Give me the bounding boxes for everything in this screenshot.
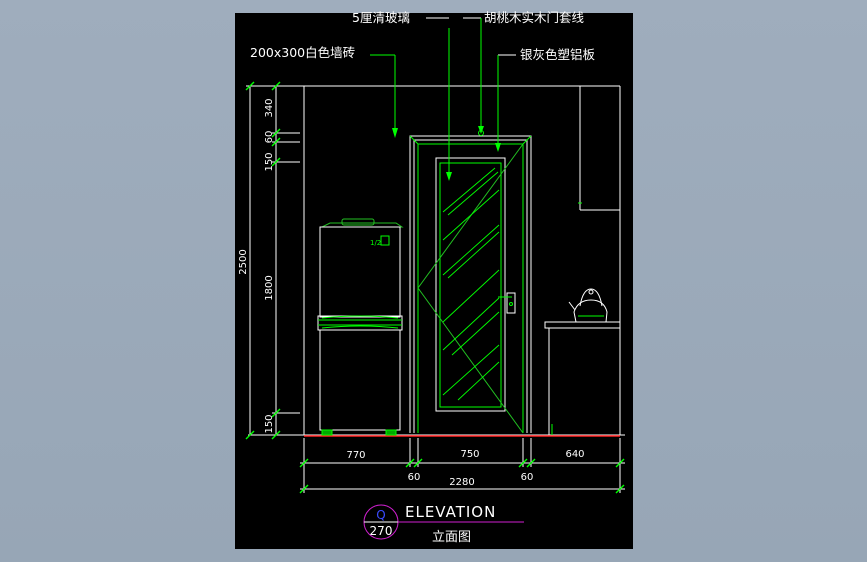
dim-640: 640	[565, 449, 584, 460]
fridge-logo-icon	[380, 235, 390, 246]
annotation-door-frame: 胡桃木实木门套线	[484, 10, 585, 25]
annotation-leaders	[370, 17, 516, 178]
upper-cabinet	[578, 86, 620, 211]
horizontal-dimension-ticks	[299, 458, 625, 494]
refrigerator	[317, 218, 404, 436]
vertical-dimension-ticks	[245, 81, 281, 440]
dim-1800: 1800	[264, 275, 275, 300]
horizontal-dimension-labels: 770 750 640 60 60 2280	[346, 449, 584, 488]
door-leaf	[417, 143, 524, 434]
glass-hatch	[442, 167, 500, 401]
title-chinese: 立面图	[432, 530, 471, 545]
annotation-panel: 银灰色塑铝板	[520, 47, 596, 62]
annotation-arrowheads	[392, 126, 501, 181]
vertical-dimension-lines	[246, 85, 304, 435]
dim-750: 750	[460, 449, 479, 460]
dim-770: 770	[346, 450, 365, 461]
door-handle-icon	[498, 292, 516, 314]
section-tag-top: Q	[376, 508, 385, 522]
title-english: ELEVATION	[405, 503, 496, 521]
dim-150-top: 150	[264, 152, 275, 171]
fridge-brand-mark: 1/2	[370, 239, 381, 247]
annotation-tile: 200x300白色墙砖	[250, 45, 355, 60]
dim-340: 340	[264, 98, 275, 117]
room-outline	[248, 85, 625, 436]
section-tag-bottom: 270	[370, 524, 393, 538]
title-block: Q 270 ELEVATION 立面图	[363, 503, 524, 545]
dim-60-right: 60	[521, 472, 534, 483]
dim-2500: 2500	[238, 249, 249, 274]
dim-150-bottom: 150	[264, 414, 275, 433]
annotation-texts: 5厘清玻璃 胡桃木实木门套线 200x300白色墙砖 银灰色塑铝板	[250, 10, 596, 62]
annotation-glass: 5厘清玻璃	[352, 10, 410, 25]
dim-60-left: 60	[408, 472, 421, 483]
kettle-icon	[568, 288, 608, 323]
base-counter	[544, 321, 621, 435]
dim-2280: 2280	[449, 477, 474, 488]
vertical-dimension-labels: 2500 340 60 150 1800 150	[238, 98, 275, 433]
drawing-sheet	[235, 13, 633, 549]
dim-60: 60	[264, 131, 275, 144]
